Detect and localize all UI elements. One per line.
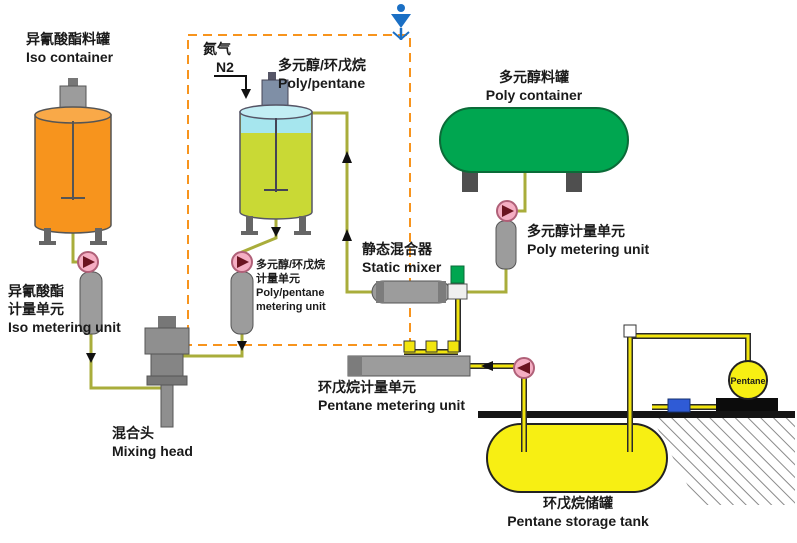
vent-device-icon <box>391 4 411 40</box>
down-arrow <box>237 341 247 351</box>
label-iso-metering: 异氰酸酯 计量单元 Iso metering unit <box>8 282 121 336</box>
poly-container-tank <box>439 107 629 192</box>
flow-arrows <box>86 75 493 371</box>
label-iso-container-en: Iso container <box>26 49 114 65</box>
pentane-valve <box>425 340 438 353</box>
iso-container-tank <box>34 78 112 245</box>
left-arrow <box>481 361 493 371</box>
up-arrow <box>342 229 352 241</box>
label-pentane-metering: 环戊烷计量单元 Pentane metering unit <box>318 378 465 414</box>
label-iso-container: 异氰酸酯料罐 Iso container <box>26 30 113 66</box>
label-nitrogen-en: N2 <box>216 59 234 75</box>
n2-arrow-line <box>214 75 247 89</box>
down-arrow <box>271 227 281 237</box>
label-pp-metering-zh2: 计量单元 <box>256 273 300 285</box>
pentane-pump-device <box>513 357 535 379</box>
transfer-pump <box>667 398 691 413</box>
label-poly-pentane-tank: 多元醇/环戊烷 Poly/pentane <box>278 56 366 92</box>
label-iso-container-zh: 异氰酸酯料罐 <box>26 31 110 47</box>
pentane-valve <box>403 340 416 353</box>
label-pentane-cylinder: Pentane <box>730 376 766 386</box>
label-iso-metering-zh1: 异氰酸酯 <box>8 283 64 299</box>
label-pentane-metering-zh: 环戊烷计量单元 <box>318 379 416 395</box>
nitrogen-enclosure-dashed-box <box>187 34 411 346</box>
pentane-cylinder-station <box>623 324 778 413</box>
pipe-valve <box>623 324 637 338</box>
iso-metering-unit-device <box>77 251 103 335</box>
poly-pentane-metering-unit-device <box>230 251 254 335</box>
label-static-mixer-en: Static mixer <box>362 259 442 275</box>
pentane-storage-tank <box>486 423 668 493</box>
pentane-metering-block <box>347 340 471 377</box>
label-iso-metering-zh2: 计量单元 <box>8 301 64 317</box>
label-iso-metering-en: Iso metering unit <box>8 319 121 335</box>
label-poly-pentane-en: Poly/pentane <box>278 75 366 91</box>
label-pp-metering-en2: metering unit <box>256 301 326 313</box>
static-mixer-junction <box>447 283 468 300</box>
label-poly-container-zh: 多元醇料罐 <box>499 69 569 85</box>
label-pentane-storage: 环戊烷储罐 Pentane storage tank <box>478 494 678 530</box>
label-mixing-head: 混合头 Mixing head <box>112 424 193 460</box>
label-poly-container: 多元醇料罐 Poly container <box>454 68 614 104</box>
label-pentane-storage-zh: 环戊烷储罐 <box>543 495 613 511</box>
label-static-mixer-zh: 静态混合器 <box>362 241 432 257</box>
label-poly-metering-zh: 多元醇计量单元 <box>527 223 625 239</box>
label-pentane-metering-en: Pentane metering unit <box>318 397 466 413</box>
mixing-head-device <box>144 316 190 428</box>
label-static-mixer: 静态混合器 Static mixer <box>362 240 441 276</box>
pentane-valve <box>447 340 460 353</box>
label-pentane-storage-en: Pentane storage tank <box>507 513 649 529</box>
label-poly-metering: 多元醇计量单元 Poly metering unit <box>527 222 649 258</box>
label-poly-pentane-metering: 多元醇/环戊烷 计量单元 Poly/pentane metering unit <box>256 258 326 314</box>
static-mixer-unit <box>371 265 468 304</box>
label-mixing-head-en: Mixing head <box>112 443 193 459</box>
label-poly-metering-en: Poly metering unit <box>527 241 650 257</box>
up-arrow <box>342 151 352 163</box>
iso-agitator-motor-cap <box>68 78 78 86</box>
label-poly-pentane-zh: 多元醇/环戊烷 <box>278 57 366 73</box>
label-mixing-head-zh: 混合头 <box>112 425 154 441</box>
poly-pentane-agitator-motor <box>261 79 289 109</box>
pentane-cylinder <box>728 360 768 400</box>
label-pp-metering-en1: Poly/pentane <box>256 287 325 299</box>
n2-arrow <box>241 89 251 99</box>
label-pp-metering-zh1: 多元醇/环戊烷 <box>256 259 326 271</box>
label-poly-container-en: Poly container <box>485 87 583 103</box>
static-mixer-inlet-block <box>450 265 465 284</box>
label-nitrogen-zh: 氮气 <box>203 41 231 57</box>
cylinder-platform <box>716 398 778 411</box>
down-arrow <box>86 353 96 363</box>
poly-pentane-tank <box>239 72 313 235</box>
poly-metering-unit-device <box>495 200 518 270</box>
ground-line <box>478 411 795 418</box>
embankment-hatch <box>652 418 795 505</box>
